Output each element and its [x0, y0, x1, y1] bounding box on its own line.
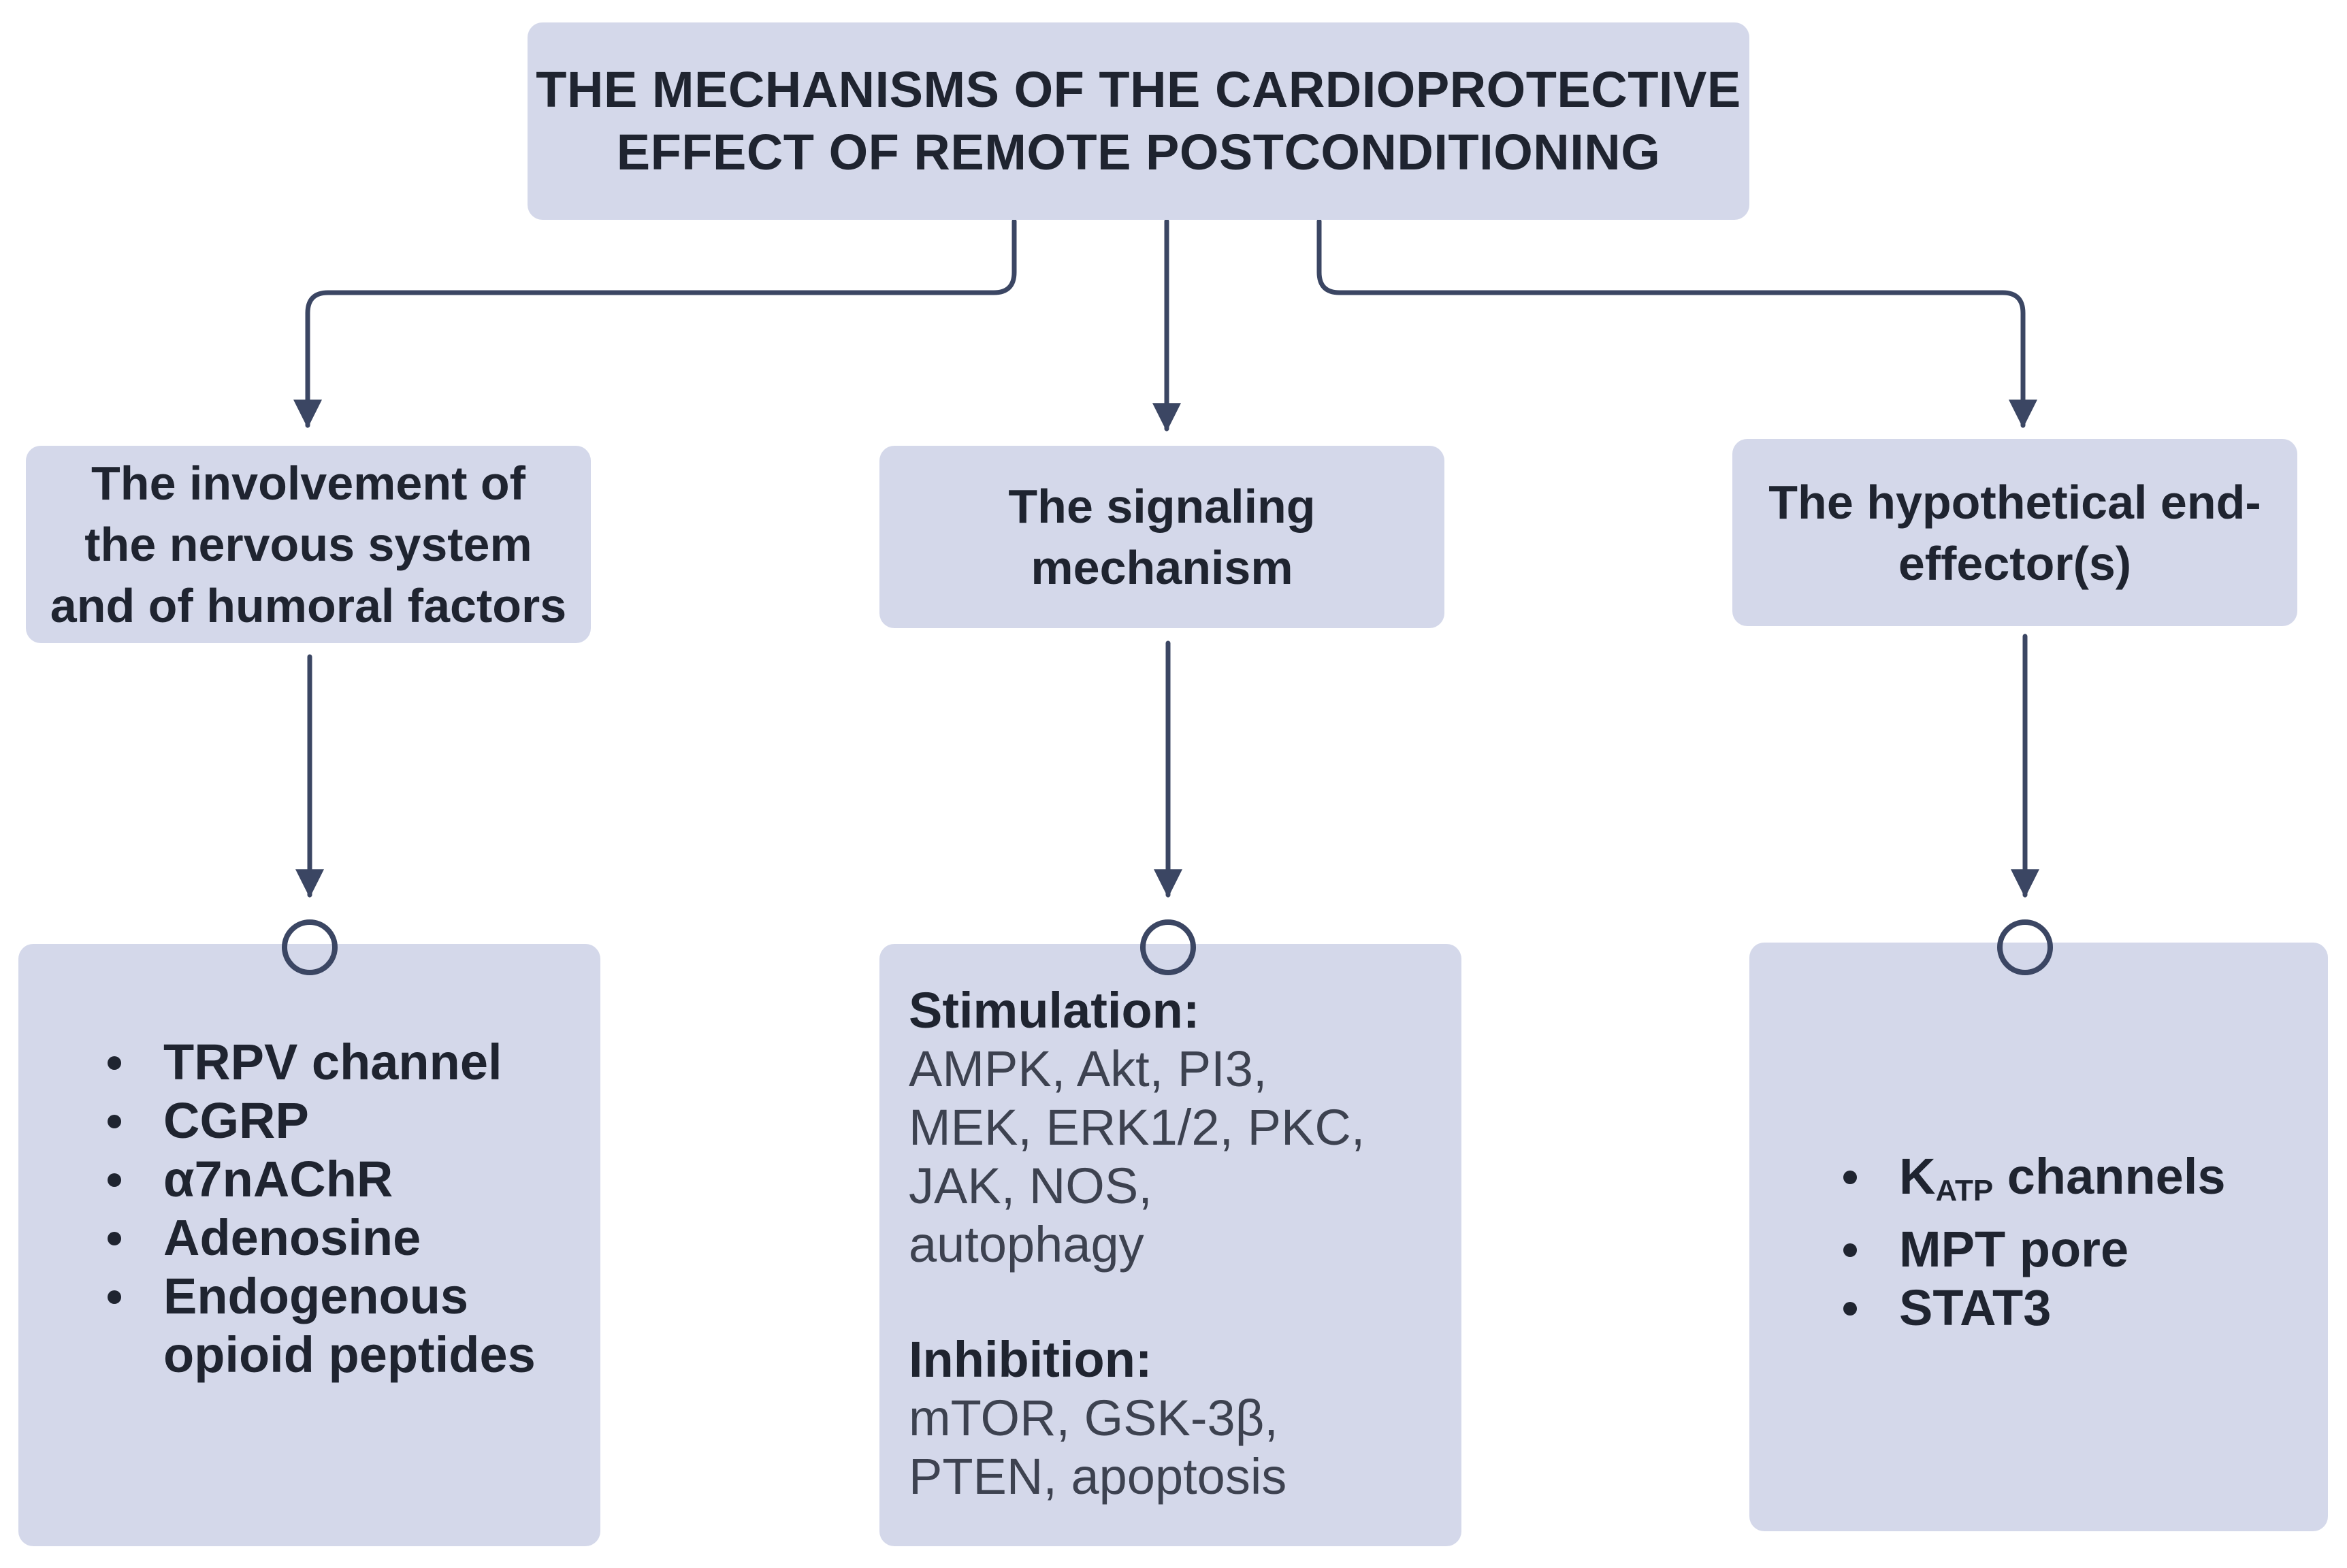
list-item: Adenosine — [88, 1209, 565, 1267]
heading-line: The signaling — [1008, 480, 1316, 533]
end-effector-list: KATP channels MPT pore STAT3 — [1824, 1147, 2314, 1337]
title-line-2: EFFECT OF REMOTE POSTCONDITIONING — [616, 124, 1661, 180]
list-item: TRPV channel — [88, 1033, 565, 1092]
branch-end-effector-heading: The hypothetical end- effector(s) — [1768, 472, 2261, 594]
title-line-1: THE MECHANISMS OF THE CARDIOPROTECTIVE — [536, 61, 1741, 118]
stimulation-list: AMPK, Akt, PI3, MEK, ERK1/2, PKC, JAK, N… — [909, 1040, 1446, 1274]
branch-signaling-heading: The signaling mechanism — [1008, 476, 1315, 598]
katp-subscript: ATP — [1935, 1174, 1994, 1207]
list-item: STAT3 — [1824, 1279, 2314, 1337]
list-item: α7nAChR — [88, 1150, 565, 1209]
inhibition-line: PTEN, apoptosis — [909, 1448, 1287, 1505]
stimulation-label: Stimulation: — [909, 982, 1200, 1039]
nervous-humoral-list: TRPV channel CGRP α7nAChR Adenosine Endo… — [88, 1033, 565, 1384]
heading-line: and of humoral factors — [50, 579, 567, 632]
stimulation-line: MEK, ERK1/2, PKC, — [909, 1099, 1365, 1156]
branch-nervous-humoral-heading: The involvement of the nervous system an… — [50, 453, 566, 636]
list-item: MPT pore — [1824, 1220, 2314, 1279]
arrow-title-to-right — [1316, 218, 2037, 429]
inhibition-label: Inhibition: — [909, 1331, 1152, 1388]
inhibition-line: mTOR, GSK-3β, — [909, 1390, 1278, 1446]
list-item-katp: KATP channels — [1824, 1147, 2314, 1220]
heading-line: The hypothetical end- — [1768, 475, 2261, 529]
detail-signaling-box — [879, 944, 1461, 1546]
list-item: CGRP — [88, 1092, 565, 1150]
arrow-title-to-left — [293, 218, 1017, 429]
branch-nervous-humoral-box: The involvement of the nervous system an… — [26, 446, 591, 643]
branch-signaling-box: The signaling mechanism — [879, 446, 1444, 628]
inhibition-list: mTOR, GSK-3β, PTEN, apoptosis — [909, 1389, 1446, 1506]
katp-base: K — [1899, 1148, 1936, 1205]
stimulation-line: JAK, NOS, — [909, 1158, 1152, 1214]
heading-line: mechanism — [1031, 541, 1293, 594]
title-box: THE MECHANISMS OF THE CARDIOPROTECTIVE E… — [528, 22, 1749, 220]
diagram-title: THE MECHANISMS OF THE CARDIOPROTECTIVE E… — [536, 59, 1741, 184]
branch-end-effector-box: The hypothetical end- effector(s) — [1732, 439, 2297, 626]
detail-end-effector-box — [1749, 943, 2328, 1531]
heading-line: The involvement of — [91, 457, 525, 510]
katp-rest: channels — [1993, 1148, 2226, 1205]
stimulation-line: AMPK, Akt, PI3, — [909, 1041, 1267, 1097]
list-item: Endogenous opioid peptides — [88, 1267, 565, 1384]
heading-line: the nervous system — [84, 518, 532, 571]
heading-line: effector(s) — [1898, 536, 2132, 590]
stimulation-line: autophagy — [909, 1216, 1144, 1273]
